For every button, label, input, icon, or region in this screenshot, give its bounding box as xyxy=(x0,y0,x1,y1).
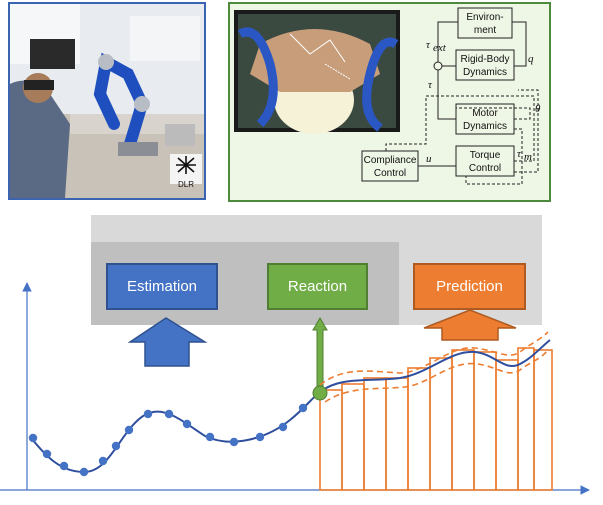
symbol-u: u xyxy=(426,153,432,165)
block-rigid-body-line2: Dynamics xyxy=(463,67,507,78)
block-motor-line2: Dynamics xyxy=(463,121,507,132)
block-torque-line1: Torque xyxy=(470,150,501,161)
estimation-box: Estimation xyxy=(106,263,218,310)
block-motor-line1: Motor xyxy=(472,108,498,119)
symbol-tau-torque: τ xyxy=(428,79,433,91)
prediction-bars xyxy=(319,347,553,491)
block-environment-line1: Environ- xyxy=(466,12,503,23)
dlr-logo-text: DLR xyxy=(178,180,194,189)
block-compliance-line2: Control xyxy=(374,168,406,179)
signal-samples xyxy=(28,403,308,477)
symbol-tau-m: τ xyxy=(517,148,522,160)
prediction-box: Prediction xyxy=(413,263,526,310)
robot-photo-illustration: DLR xyxy=(10,4,204,198)
estimation-arrow-icon xyxy=(127,317,208,367)
robot-photo: DLR xyxy=(8,2,206,200)
symbol-theta: θ xyxy=(535,103,541,115)
svg-text:Environ-ment: Environ-ment xyxy=(466,12,503,36)
symbol-tau: τ xyxy=(426,39,431,51)
reaction-label: Reaction xyxy=(287,278,348,295)
prediction-label: Prediction xyxy=(436,278,503,295)
dlr-logo-icon xyxy=(170,154,202,184)
reaction-box: Reaction xyxy=(267,263,368,310)
symbol-tau-subscript: ext xyxy=(433,42,447,54)
symbol-tau-m-subscript: m xyxy=(524,151,532,163)
block-rigid-body-line1: Rigid-Body xyxy=(461,54,510,65)
symbol-q: q xyxy=(528,53,534,65)
prediction-arrow-icon xyxy=(423,309,517,341)
signal-curve xyxy=(31,339,551,474)
prediction-upper-bound xyxy=(319,331,549,386)
reaction-arrow-icon xyxy=(312,317,328,387)
estimation-label: Estimation xyxy=(126,278,198,295)
reaction-point xyxy=(312,385,328,401)
block-environment-line2: ment xyxy=(474,25,496,36)
block-compliance-line1: Compliance xyxy=(364,155,417,166)
prediction-lower-bound xyxy=(324,349,549,403)
block-torque-line2: Control xyxy=(469,163,501,174)
